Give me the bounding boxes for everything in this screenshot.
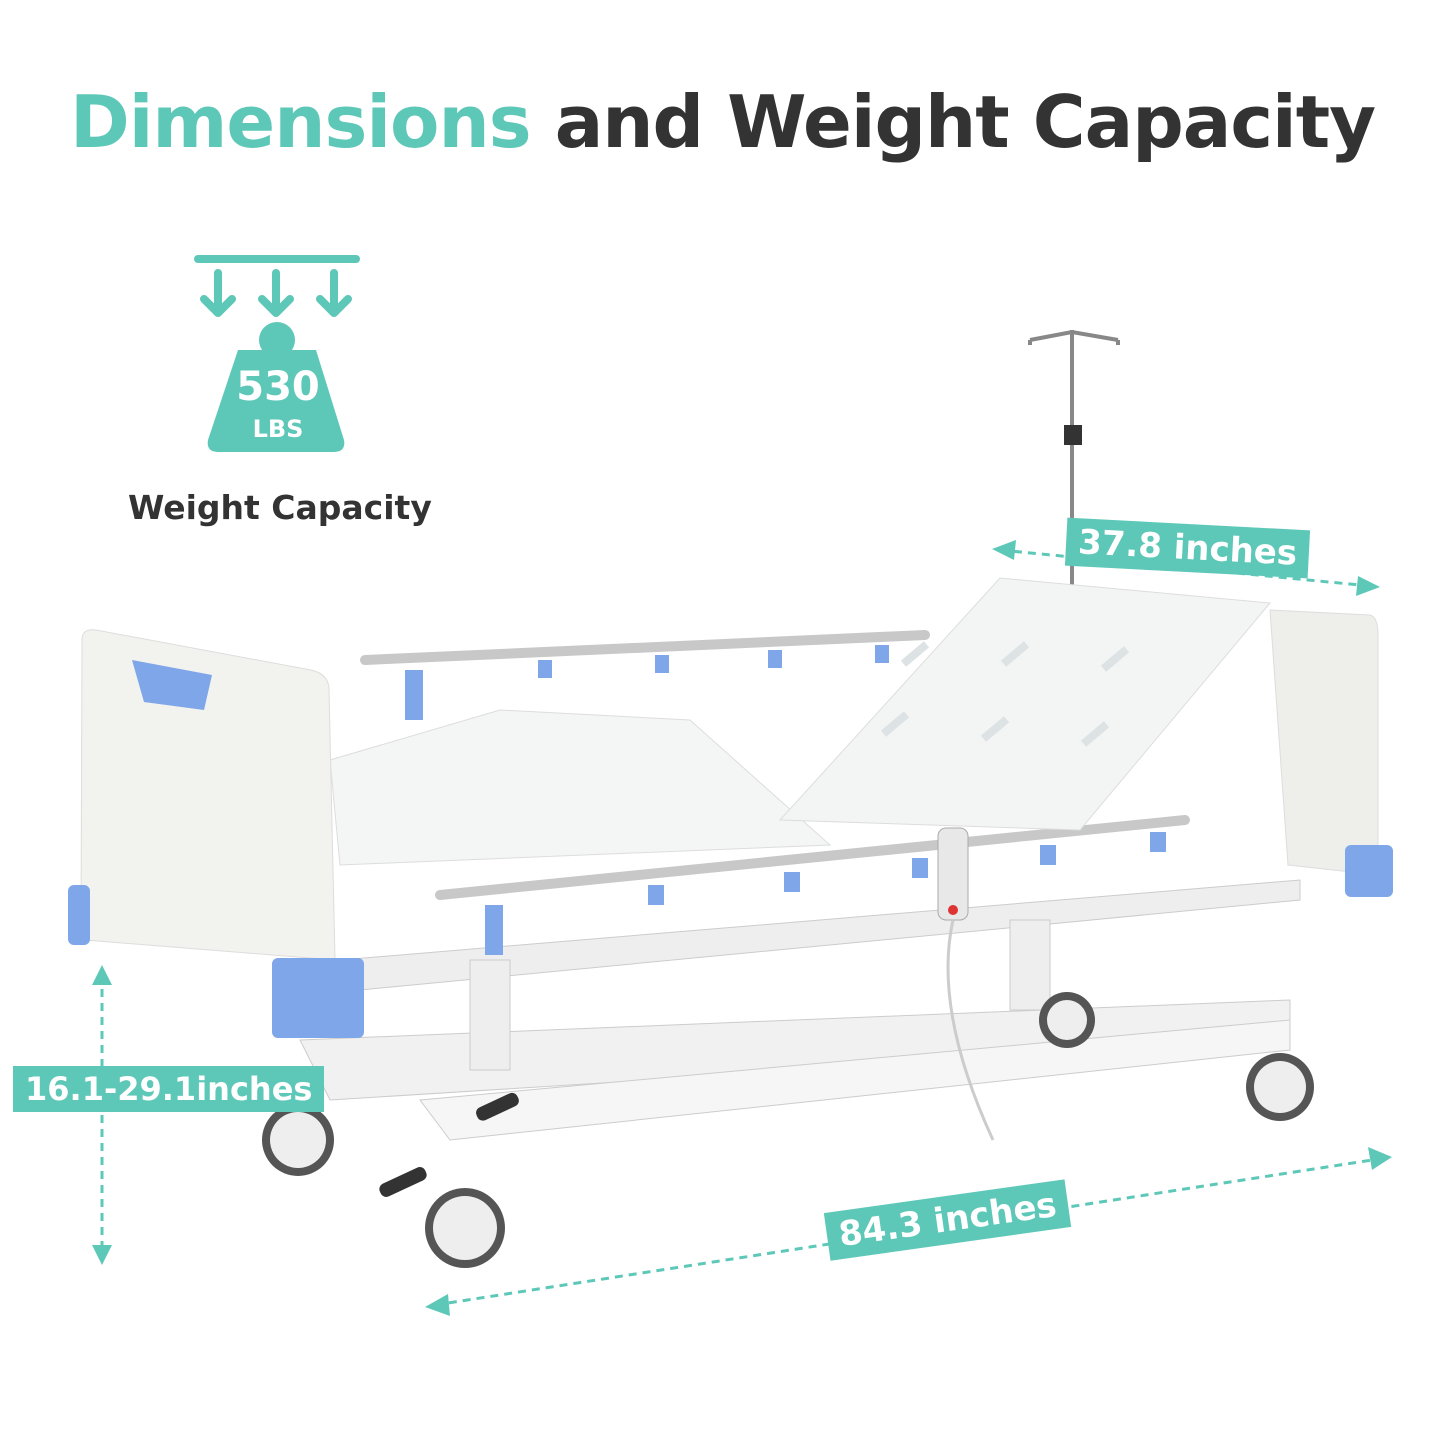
weight-load-icon	[194, 255, 360, 452]
bed-frame	[299, 879, 1301, 1141]
height-dimension-tag: 16.1-29.1inches	[13, 1066, 325, 1112]
caster-wheels	[262, 992, 1314, 1268]
page-title: Dimensions and Weight Capacity	[69, 80, 1376, 164]
side-rails	[360, 630, 1190, 900]
back-panel	[778, 577, 1271, 831]
weight-value: 530	[236, 364, 320, 410]
leg-panel	[329, 709, 832, 866]
weight-capacity-label: Weight Capacity	[128, 488, 432, 527]
weight-unit: LBS	[252, 415, 304, 443]
